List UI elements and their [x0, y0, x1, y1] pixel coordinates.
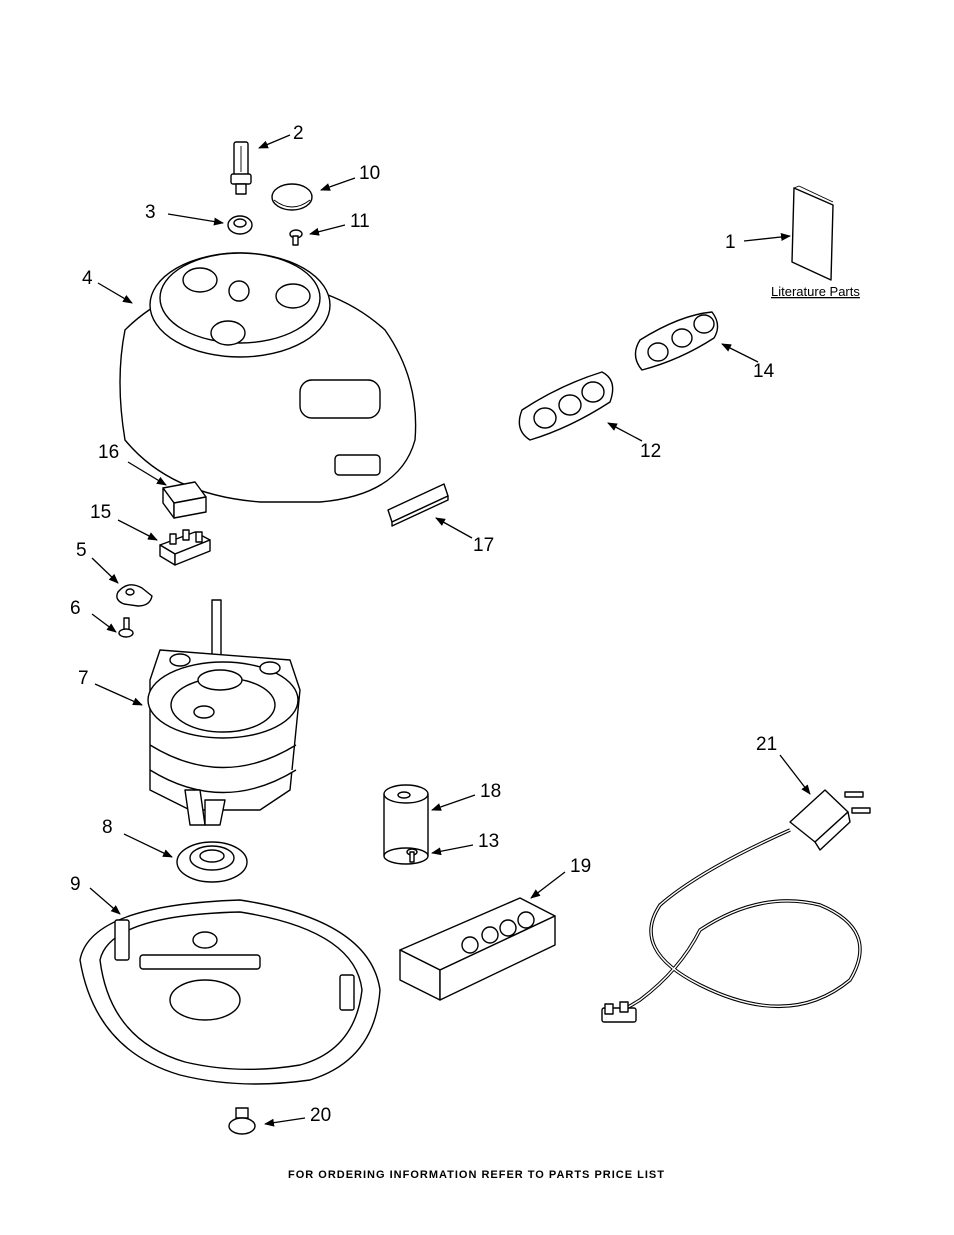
callout-14: 14 — [753, 361, 775, 382]
callout-11: 11 — [350, 211, 370, 232]
callout-13: 13 — [478, 831, 499, 852]
callout-2: 2 — [293, 123, 304, 144]
part-20-foot — [228, 1107, 256, 1135]
part-12-gasket — [518, 371, 614, 441]
callout-10: 10 — [359, 163, 380, 184]
callout-1: 1 — [725, 232, 736, 253]
part-1-literature — [791, 185, 834, 281]
part-4-housing — [119, 252, 417, 503]
literature-parts-label: Literature Parts — [771, 284, 860, 299]
part-5-bracket — [116, 584, 153, 607]
callout-5: 5 — [76, 540, 87, 561]
part-6-screw — [118, 617, 134, 638]
part-15-terminal — [159, 529, 211, 566]
part-17-button — [387, 483, 449, 527]
callout-20: 20 — [310, 1105, 331, 1126]
part-18-capacitor — [383, 784, 429, 865]
footer-note: FOR ORDERING INFORMATION REFER TO PARTS … — [288, 1169, 665, 1181]
part-14-overlay — [634, 311, 719, 371]
part-7-motor — [147, 599, 301, 826]
part-8-mount — [176, 841, 248, 883]
callout-4: 4 — [82, 268, 93, 289]
callout-3: 3 — [145, 202, 156, 223]
callout-15: 15 — [90, 502, 111, 523]
callout-21: 21 — [756, 734, 777, 755]
part-13-clip — [406, 848, 418, 863]
part-21-power-cord — [601, 789, 871, 1023]
part-9-base — [79, 899, 381, 1085]
leader-lines — [89, 134, 811, 1127]
part-10-cap — [271, 183, 313, 211]
part-2-shaft-adapter — [230, 141, 252, 195]
callout-17: 17 — [473, 535, 494, 556]
callout-labels: 2 10 3 11 1 4 14 12 16 15 17 5 6 7 21 18… — [70, 123, 860, 1181]
callout-9: 9 — [70, 874, 81, 895]
callout-8: 8 — [102, 817, 113, 838]
part-11-screw — [289, 229, 303, 246]
callout-7: 7 — [78, 668, 89, 689]
callout-19: 19 — [570, 856, 591, 877]
callout-12: 12 — [640, 441, 661, 462]
part-19-board — [399, 897, 556, 1001]
callout-6: 6 — [70, 598, 81, 619]
callout-16: 16 — [98, 442, 119, 463]
part-16-clip — [162, 481, 207, 519]
callout-18: 18 — [480, 781, 501, 802]
part-3-ring — [227, 215, 253, 235]
